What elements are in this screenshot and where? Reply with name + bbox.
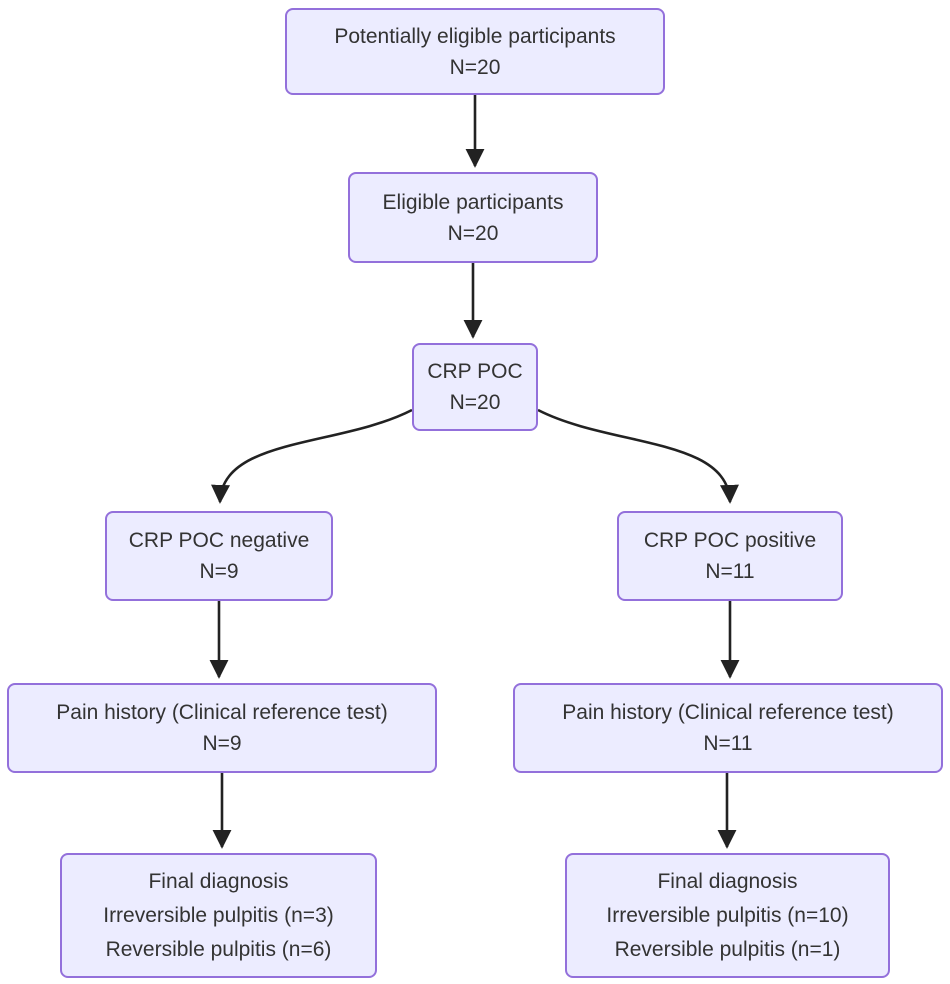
node-detail: Irreversible pulpitis (n=10) (606, 903, 849, 927)
node-label: Eligible participants (382, 190, 564, 214)
node-label: Pain history (Clinical reference test) (56, 701, 388, 724)
node-count: N=20 (449, 55, 501, 79)
node-count: N=20 (447, 221, 499, 245)
node-final-diagnosis-positive: Final diagnosis Irreversible pulpitis (n… (565, 853, 890, 978)
edge-crp-poc-to-positive (537, 408, 739, 504)
node-crp-poc-negative: CRP POC negative N=9 (105, 511, 333, 601)
node-label: CRP POC negative (128, 529, 310, 552)
node-crp-poc-positive: CRP POC positive N=11 (617, 511, 843, 601)
node-pain-history-negative: Pain history (Clinical reference test) N… (7, 683, 437, 773)
node-pain-history-positive: Pain history (Clinical reference test) N… (513, 683, 943, 773)
node-label: Potentially eligible participants (334, 24, 616, 48)
node-final-diagnosis-negative: Final diagnosis Irreversible pulpitis (n… (60, 853, 377, 978)
node-potentially-eligible: Potentially eligible participants N=20 (285, 8, 665, 95)
edge-crp-poc-to-negative (211, 408, 413, 504)
node-label: CRP POC (427, 360, 523, 383)
node-label: Final diagnosis (148, 869, 289, 893)
node-detail: Reversible pulpitis (n=1) (614, 937, 841, 961)
node-detail: Irreversible pulpitis (n=3) (103, 903, 334, 927)
node-detail: Reversible pulpitis (n=6) (105, 937, 332, 961)
node-eligible: Eligible participants N=20 (348, 172, 598, 263)
node-count: N=11 (705, 560, 755, 583)
node-crp-poc: CRP POC N=20 (412, 343, 538, 431)
node-label: Pain history (Clinical reference test) (562, 701, 894, 724)
node-count: N=9 (199, 560, 239, 583)
node-count: N=20 (449, 391, 501, 414)
node-count: N=9 (202, 732, 242, 755)
node-count: N=11 (703, 732, 753, 755)
node-label: CRP POC positive (643, 529, 817, 552)
node-label: Final diagnosis (657, 869, 798, 893)
